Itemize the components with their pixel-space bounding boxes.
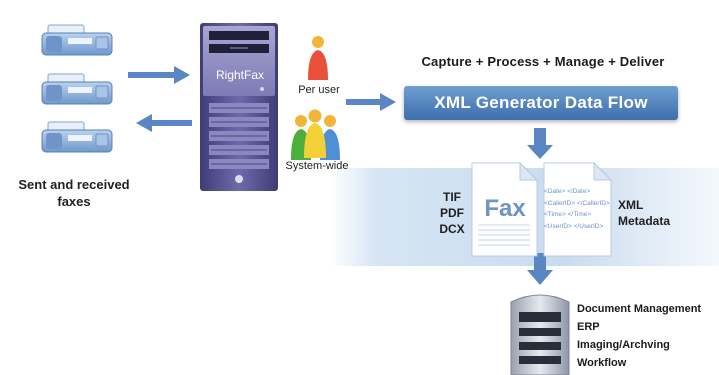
- fax-document-icon: [471, 161, 539, 257]
- flow-headline: Capture + Process + Manage + Deliver: [421, 54, 665, 69]
- per-user-label: Per user: [298, 84, 340, 96]
- destination-server-icon: [510, 294, 570, 375]
- faxes-caption: Sent and received faxes: [14, 176, 134, 210]
- fax-machine-icon: [41, 121, 113, 153]
- fax-doc-title: Fax: [484, 195, 526, 222]
- faxes-caption-line2: faxes: [57, 194, 91, 209]
- xml-line-time: <Time> </Time>: [544, 211, 592, 218]
- xml-generator-banner: XML Generator Data Flow: [404, 86, 678, 120]
- arrow-down-icon: [527, 253, 553, 285]
- format-tif: TIF: [443, 190, 461, 204]
- destination-list: Document Management ERP Imaging/Archving…: [577, 300, 717, 372]
- arrow-down-icon: [527, 128, 553, 159]
- format-pdf: PDF: [440, 206, 464, 220]
- system-wide-label: System-wide: [285, 160, 349, 172]
- arrow-right-icon: [346, 93, 396, 111]
- destination-imaging-archiving: Imaging/Archving: [577, 339, 670, 351]
- xml-document-icon: [543, 161, 613, 257]
- xml-line-date: <Date> </Date>: [544, 188, 591, 195]
- fax-machine-icon: [41, 73, 113, 105]
- destination-document-management: Document Management: [577, 303, 702, 315]
- xml-label-line1: XML: [618, 198, 644, 212]
- xml-label-line2: Metadata: [618, 214, 671, 228]
- fax-machine-icon: [41, 24, 113, 56]
- xml-metadata-label: XML Metadata: [618, 197, 688, 229]
- user-group-icon: [291, 109, 340, 160]
- xml-line-userid: <UserID> </UserID>: [544, 222, 604, 230]
- server-label: RightFax: [215, 68, 265, 82]
- rightfax-server-icon: [200, 23, 278, 191]
- destination-erp: ERP: [577, 321, 600, 333]
- format-dcx: DCX: [439, 222, 465, 236]
- arrow-right-icon: [128, 66, 190, 84]
- user-icon: [308, 36, 328, 80]
- format-list: TIF PDF DCX: [432, 189, 472, 237]
- destination-workflow: Workflow: [577, 357, 627, 369]
- arrow-left-icon: [136, 114, 192, 132]
- xml-line-callerid: <CallerID> </CallerID>: [544, 199, 610, 207]
- xml-doc-lines: <Date> </Date> <CallerID> </CallerID> <T…: [544, 186, 610, 232]
- faxes-caption-line1: Sent and received: [18, 177, 130, 192]
